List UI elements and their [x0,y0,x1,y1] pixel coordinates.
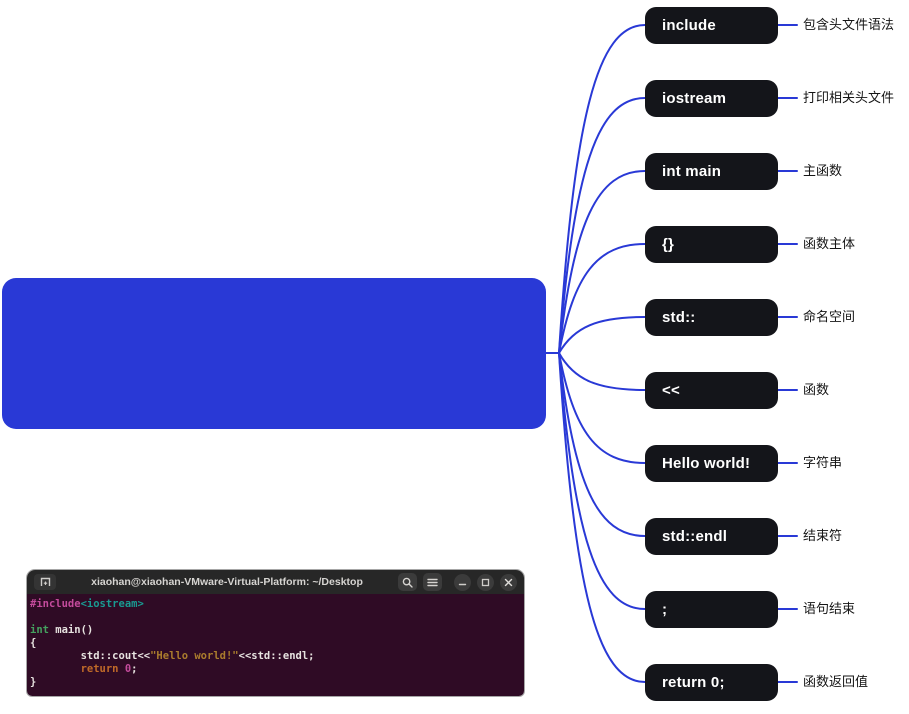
terminal-titlebar: xiaohan@xiaohan-VMware-Virtual-Platform:… [27,570,524,594]
mindmap-node-2[interactable]: int main [645,152,778,190]
mindmap-node-9[interactable]: return 0; [645,663,778,701]
mindmap-node-3[interactable]: {} [645,225,778,263]
code-line-5: return 0; [30,663,138,675]
maximize-icon [481,578,490,586]
mindmap-node-4[interactable]: std:: [645,298,778,336]
node-annotation-9: 函数返回值 [803,674,869,689]
mindmap-node-8[interactable]: ; [645,590,778,628]
node-annotation-8: 语句结束 [803,601,856,616]
terminal-code: #include<iostream> int main(){ std::cout… [30,598,524,689]
node-annotation-5: 函数 [803,382,830,397]
node-annotation-7: 结束符 [803,528,843,543]
code-line-6: } [30,676,37,688]
mindmap-node-7[interactable]: std::endl [645,517,778,555]
node-annotation-6: 字符串 [803,455,843,470]
code-line-3: { [30,637,37,649]
mindmap-node-1[interactable]: iostream [645,79,778,117]
code-line-2: int main() [30,624,94,636]
code-line-1 [30,611,524,624]
new-tab-icon [40,577,50,586]
menu-button[interactable] [423,573,442,591]
mindmap-node-0[interactable]: include [645,6,778,44]
highlight-frame: xiaohan@xiaohan-VMware-Virtual-Platform:… [2,278,546,696]
mindmap-node-5[interactable]: << [645,371,778,409]
new-tab-button[interactable] [34,574,56,590]
node-annotation-4: 命名空间 [803,309,856,324]
code-line-0: #include<iostream> [30,598,144,610]
terminal-window: xiaohan@xiaohan-VMware-Virtual-Platform:… [27,570,524,696]
node-annotation-1: 打印相关头文件 [803,90,895,105]
node-annotation-0: 包含头文件语法 [803,17,895,32]
terminal-body: #include<iostream> int main(){ std::cout… [27,594,524,696]
minimize-icon [458,583,467,585]
close-icon [504,578,513,586]
mindmap-node-6[interactable]: Hello world! [645,444,778,482]
maximize-button[interactable] [477,573,494,591]
terminal-title: xiaohan@xiaohan-VMware-Virtual-Platform:… [91,576,363,588]
code-line-4: std::cout<<"Hello world!"<<std::endl; [30,650,315,662]
search-button[interactable] [398,573,417,591]
search-icon [402,577,413,588]
node-annotation-2: 主函数 [803,163,843,178]
minimize-button[interactable] [454,573,471,591]
node-annotation-3: 函数主体 [803,236,856,251]
close-button[interactable] [500,573,517,591]
menu-icon [427,578,438,586]
